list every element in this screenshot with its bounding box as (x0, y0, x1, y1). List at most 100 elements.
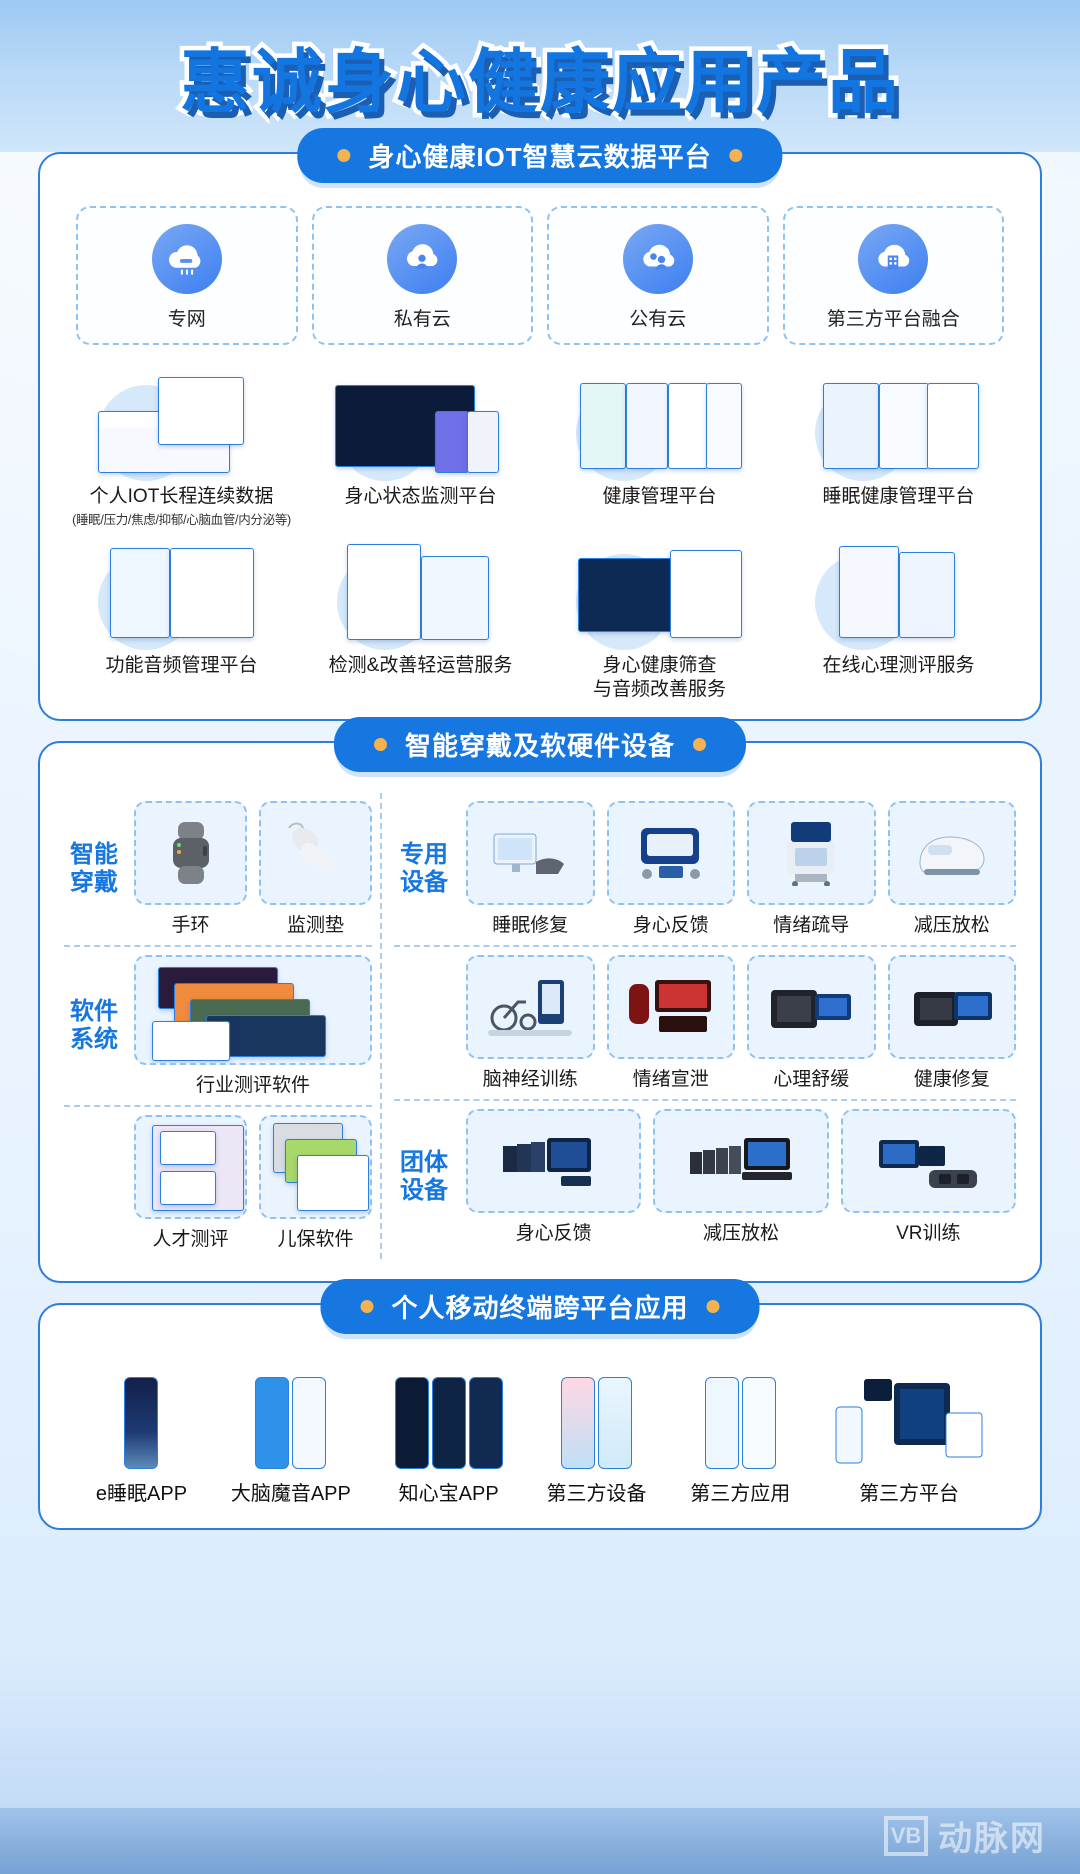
section-iot-cloud: 身心健康IOT智慧云数据平台 专网 私有云 公有云 第三方平台融合 (38, 128, 1042, 722)
section-header-iot-cloud: 身心健康IOT智慧云数据平台 (297, 128, 783, 183)
wearable-right-column: 专用 设备 睡眠修复 身心反馈 (388, 793, 1016, 1259)
section-mobile-apps: 个人移动终端跨平台应用 e睡眠APP 大脑魔音APP 知心宝APP 第三方 (38, 1279, 1042, 1531)
public-cloud-icon (622, 224, 693, 294)
app-label: 第三方应用 (690, 1483, 791, 1506)
section-title: 个人移动终端跨平台应用 (391, 1293, 689, 1324)
platform-screenshot (809, 536, 989, 650)
platform-label: 睡眠健康管理平台 (822, 486, 975, 507)
cloud-cell-private-network[interactable]: 专网 (76, 206, 298, 345)
app-screenshot (834, 1365, 984, 1469)
group-label-software: 软件 系统 (70, 997, 118, 1054)
platform-cell[interactable]: 个人IOT长程连续数据 (睡眠/压力/焦虑/抑郁/心脑血管/内分泌等) (62, 367, 301, 528)
app-label: 大脑魔音APP (230, 1483, 351, 1506)
page-title: 惠诚身心健康应用产品 (176, 38, 903, 125)
group-label-special-device: 专用 设备 (400, 840, 448, 897)
monitor-pad-image (259, 801, 372, 906)
app-third-party-platform[interactable]: 第三方平台 (834, 1365, 984, 1506)
cloud-type-row: 专网 私有云 公有云 第三方平台融合 (56, 200, 1024, 359)
app-screenshot (124, 1365, 159, 1470)
app-zhixinbao[interactable]: 知心宝APP (394, 1365, 503, 1506)
section-header-mobile-apps: 个人移动终端跨平台应用 (320, 1279, 760, 1335)
tile-group-stress-relief[interactable]: 减压放松 (653, 1109, 829, 1245)
device-row-training: 脑神经训练 情绪宣泄 心理舒缓 (394, 945, 1016, 1099)
app-screenshot (560, 1365, 632, 1470)
dot-icon (373, 738, 387, 752)
cloud-label: 专网 (167, 309, 206, 330)
third-party-cloud-icon (858, 224, 929, 294)
platform-screenshot (570, 367, 750, 481)
group-feedback-image (466, 1109, 642, 1214)
platform-sublabel: (睡眠/压力/焦虑/抑郁/心脑血管/内分泌等) (72, 512, 291, 527)
tile-health-recovery[interactable]: 健康修复 (887, 955, 1016, 1091)
private-cloud-icon (387, 224, 458, 294)
platform-screenshot (331, 536, 511, 650)
stress-relief-image (887, 801, 1016, 906)
cloud-cell-third-party[interactable]: 第三方平台融合 (782, 206, 1004, 345)
tile-stress-relief[interactable]: 减压放松 (887, 801, 1016, 937)
platform-cell[interactable]: 睡眠健康管理平台 (779, 367, 1018, 528)
cloud-cell-private-cloud[interactable]: 私有云 (311, 206, 533, 345)
tile-industry-assessment-software[interactable]: 行业测评软件 (134, 955, 372, 1097)
neuro-training-image (466, 955, 595, 1060)
group-label-group-device: 团体 设备 (400, 1148, 448, 1205)
platform-grid-row2: 功能音频管理平台 检测&改善轻运营服务 身心健康筛查 与音频改善服务 (56, 528, 1024, 702)
tile-vr-training[interactable]: VR训练 (840, 1109, 1016, 1245)
watermark-logo: VB (884, 1815, 928, 1856)
sleep-recovery-image (466, 801, 595, 906)
tile-label: 减压放松 (702, 1223, 779, 1245)
platform-label: 个人IOT长程连续数据 (89, 486, 274, 507)
platform-cell[interactable]: 检测&改善轻运营服务 (301, 536, 540, 702)
tile-label: 身心反馈 (632, 915, 709, 937)
app-esleep[interactable]: e睡眠APP (96, 1365, 187, 1506)
tile-monitor-pad[interactable]: 监测垫 (259, 801, 372, 937)
health-recovery-image (887, 955, 1016, 1060)
tile-label: 儿保软件 (277, 1229, 354, 1251)
app-third-party-device[interactable]: 第三方设备 (546, 1365, 646, 1506)
tile-wristband[interactable]: 手环 (134, 801, 247, 937)
platform-cell[interactable]: 身心健康筛查 与音频改善服务 (540, 536, 779, 702)
talent-assessment-image (134, 1115, 247, 1220)
group-label-wearable: 智能 穿戴 (70, 840, 118, 897)
app-label: 第三方设备 (546, 1483, 647, 1506)
title-banner: 惠诚身心健康应用产品 (0, 0, 1080, 152)
tile-psych-relaxation[interactable]: 心理舒缓 (747, 955, 876, 1091)
tile-emotion-guidance[interactable]: 情绪疏导 (747, 801, 876, 937)
platform-cell[interactable]: 身心状态监测平台 (301, 367, 540, 528)
app-brain-music[interactable]: 大脑魔音APP (231, 1365, 351, 1506)
psych-relaxation-image (747, 955, 876, 1060)
child-health-software-image (259, 1115, 372, 1220)
platform-screenshot (570, 536, 750, 650)
group-label-empty (394, 955, 454, 1091)
platform-label: 在线心理测评服务 (822, 654, 975, 676)
tile-mind-body-feedback[interactable]: 身心反馈 (606, 801, 735, 937)
tile-child-health-software[interactable]: 儿保软件 (259, 1115, 372, 1251)
tile-label: 健康修复 (913, 1069, 990, 1091)
platform-cell[interactable]: 功能音频管理平台 (62, 536, 301, 702)
industry-software-image (134, 955, 372, 1066)
group-assessment-tools: 人才测评 儿保软件 (64, 1105, 372, 1259)
app-third-party-application[interactable]: 第三方应用 (690, 1365, 790, 1506)
app-label: 知心宝APP (398, 1483, 499, 1506)
tile-sleep-recovery[interactable]: 睡眠修复 (466, 801, 595, 937)
tile-neuro-training[interactable]: 脑神经训练 (466, 955, 595, 1091)
cloud-cell-public-cloud[interactable]: 公有云 (547, 206, 769, 345)
tile-label: 情绪宣泄 (632, 1069, 709, 1091)
platform-cell[interactable]: 健康管理平台 (540, 367, 779, 528)
app-label: 第三方平台 (859, 1483, 960, 1506)
group-smart-wearable: 智能 穿戴 手环 监测垫 (64, 793, 372, 945)
tile-label: 睡眠修复 (492, 915, 569, 937)
tile-label: VR训练 (896, 1223, 961, 1245)
platform-label: 功能音频管理平台 (105, 654, 258, 676)
platform-screenshot (92, 367, 272, 481)
tile-label: 情绪疏导 (773, 915, 850, 937)
tile-group-mind-body-feedback[interactable]: 身心反馈 (466, 1109, 642, 1245)
device-row-group: 团体 设备 身心反馈 减压放松 (394, 1099, 1016, 1253)
platform-cell[interactable]: 在线心理测评服务 (779, 536, 1018, 702)
emotion-venting-image (606, 955, 735, 1060)
tile-label: 人才测评 (152, 1229, 229, 1251)
mind-body-feedback-image (606, 801, 735, 906)
cloud-label: 公有云 (629, 309, 687, 330)
dot-icon (337, 149, 351, 162)
tile-emotion-venting[interactable]: 情绪宣泄 (606, 955, 735, 1091)
tile-talent-assessment[interactable]: 人才测评 (134, 1115, 247, 1251)
